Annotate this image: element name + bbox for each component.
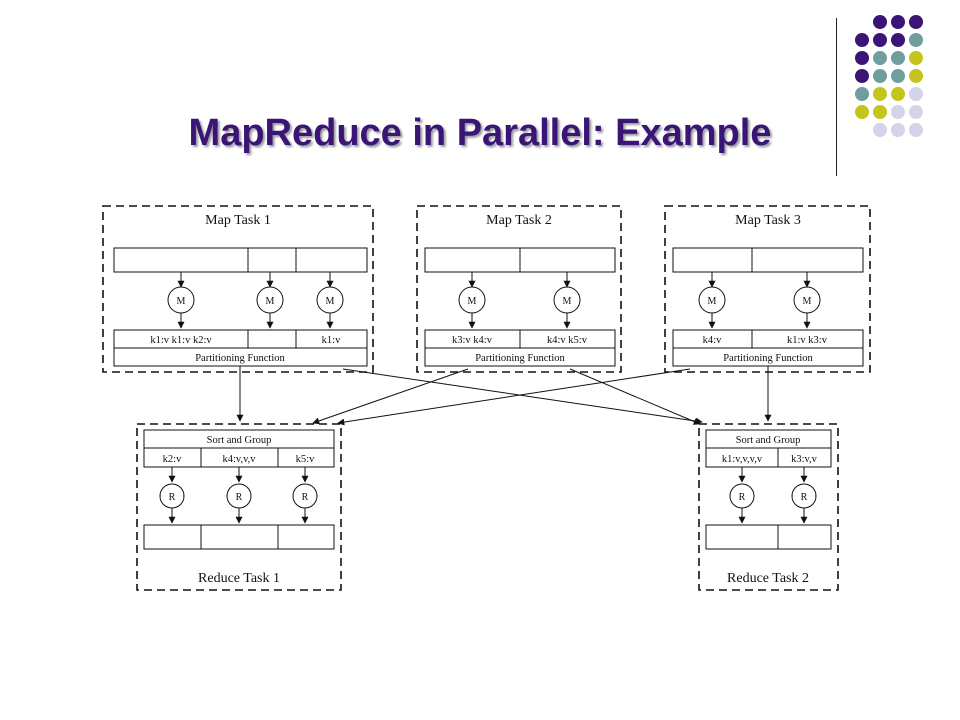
group-cell: k3:v,v xyxy=(791,454,818,465)
map-task-3-input-row xyxy=(672,247,864,273)
title-divider-line xyxy=(836,18,837,176)
map-task-2: Map Task 2 M M k3:v k4:v k4:v k5:v Parti… xyxy=(416,205,622,373)
shuffle-arrow xyxy=(337,368,691,426)
partitioning-function-label: Partitioning Function xyxy=(195,353,285,364)
map-task-1: Map Task 1 M M M k1:v k1:v k2:v xyxy=(102,205,374,373)
map-output-cell: k1:v xyxy=(322,335,341,346)
reduce-task-1: Sort and Group k2:v k4:v,v,v k5:v R R R xyxy=(136,423,342,591)
mapper-node: M xyxy=(698,286,726,314)
map-output-cell: k4:v xyxy=(703,335,722,346)
shuffle-arrow xyxy=(569,368,701,425)
mapper-node: M xyxy=(256,286,284,314)
input-split-cell xyxy=(424,247,521,273)
mapper-label: M xyxy=(177,296,186,307)
reduce-task-2-frame xyxy=(698,423,839,591)
reduce-task-2: Sort and Group k1:v,v,v,v k3:v,v R R Red… xyxy=(698,423,839,591)
input-split-cell xyxy=(295,247,368,273)
mapper-label: M xyxy=(803,296,812,307)
result-cell xyxy=(200,524,279,550)
group-cell: k1:v,v,v,v xyxy=(722,454,763,465)
map-task-1-frame xyxy=(102,205,374,373)
mapper-node: M xyxy=(167,286,195,314)
reduce-task-2-group-row: k1:v,v,v,v k3:v,v xyxy=(705,447,832,468)
mapper-node: M xyxy=(553,286,581,314)
sort-and-group-label: Sort and Group xyxy=(207,435,272,446)
map-task-2-input-row xyxy=(424,247,616,273)
map-task-1-title: Map Task 1 xyxy=(205,213,271,228)
map-output-cell: k4:v k5:v xyxy=(547,335,588,346)
partitioning-function-label: Partitioning Function xyxy=(475,353,565,364)
reducer-node: R xyxy=(729,483,755,509)
map-task-2-output-row: k3:v k4:v k4:v k5:v xyxy=(424,329,616,349)
map-task-3: Map Task 3 M M k4:v k1:v k3:v Partitioni… xyxy=(664,205,871,373)
group-cell: k2:v xyxy=(163,454,182,465)
mapper-label: M xyxy=(563,296,572,307)
shuffle-arrow xyxy=(342,368,703,425)
map-output-cell: k3:v k4:v xyxy=(452,335,493,346)
reduce-task-1-title: Reduce Task 1 xyxy=(198,571,280,586)
reducer-label: R xyxy=(302,492,309,503)
reducer-label: R xyxy=(169,492,176,503)
result-cell xyxy=(143,524,202,550)
map-output-cell: k1:v k3:v xyxy=(787,335,828,346)
group-cell: k5:v xyxy=(296,454,315,465)
reducer-label: R xyxy=(739,492,746,503)
map-task-3-title: Map Task 3 xyxy=(735,213,801,228)
mapper-node: M xyxy=(316,286,344,314)
reducer-node: R xyxy=(159,483,185,509)
mapper-node: M xyxy=(793,286,821,314)
mapper-label: M xyxy=(468,296,477,307)
mapper-label: M xyxy=(266,296,275,307)
map-task-1-output-row: k1:v k1:v k2:v k1:v xyxy=(113,329,368,349)
mapper-node: M xyxy=(458,286,486,314)
reducer-node: R xyxy=(292,483,318,509)
shuffle-arrows xyxy=(236,366,772,426)
reduce-task-1-group-row: k2:v k4:v,v,v k5:v xyxy=(143,447,335,468)
result-cell xyxy=(277,524,335,550)
reducer-label: R xyxy=(236,492,243,503)
reduce-task-2-output-row xyxy=(705,524,832,550)
shuffle-arrow xyxy=(312,368,469,425)
reducer-label: R xyxy=(801,492,808,503)
map-task-2-frame xyxy=(416,205,622,373)
input-split-cell xyxy=(519,247,616,273)
reduce-task-2-title: Reduce Task 2 xyxy=(727,571,809,586)
map-output-cell: k1:v k1:v k2:v xyxy=(150,335,212,346)
group-cell: k4:v,v,v xyxy=(222,454,256,465)
sort-and-group-label: Sort and Group xyxy=(736,435,801,446)
reducer-node: R xyxy=(791,483,817,509)
input-split-cell xyxy=(113,247,249,273)
map-task-2-title: Map Task 2 xyxy=(486,213,552,228)
reduce-task-1-output-row xyxy=(143,524,335,550)
reduce-task-1-frame xyxy=(136,423,342,591)
input-split-cell xyxy=(751,247,864,273)
map-task-3-output-row: k4:v k1:v k3:v xyxy=(672,329,864,349)
partitioning-function-box xyxy=(424,347,616,367)
reducer-node: R xyxy=(226,483,252,509)
map-task-1-input-row xyxy=(113,247,368,273)
mapper-label: M xyxy=(326,296,335,307)
input-split-cell xyxy=(247,247,297,273)
result-cell xyxy=(777,524,832,550)
slide-title: MapReduce in Parallel: Example xyxy=(188,112,772,154)
result-cell xyxy=(705,524,779,550)
partitioning-function-label: Partitioning Function xyxy=(723,353,813,364)
mapper-label: M xyxy=(708,296,717,307)
input-split-cell xyxy=(672,247,753,273)
